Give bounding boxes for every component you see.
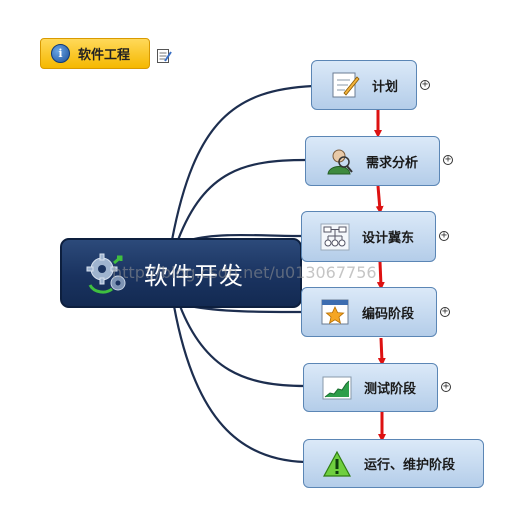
- expand-toggle-testing[interactable]: +: [441, 381, 451, 392]
- expand-toggle-coding[interactable]: +: [440, 306, 450, 317]
- info-icon: i: [51, 44, 70, 63]
- node-label: 需求分析: [366, 155, 419, 171]
- analyst-icon: [327, 149, 353, 175]
- node-maintenance[interactable]: 运行、维护阶段: [303, 439, 484, 488]
- branch-line-plan: [170, 84, 314, 241]
- star-icon: [321, 299, 349, 325]
- node-plan[interactable]: 计划: [311, 60, 417, 110]
- flow-arrow-4: [377, 337, 386, 366]
- expand-toggle-design[interactable]: +: [439, 230, 449, 241]
- branch-line-maintenance: [172, 305, 306, 464]
- node-label: 测试阶段: [364, 382, 417, 397]
- central-topic-label: 软件开发: [144, 261, 244, 290]
- branch-line-testing: [178, 305, 306, 388]
- flow-arrow-2: [375, 185, 384, 214]
- node-label: 编码阶段: [362, 306, 415, 322]
- watermark: http://blog.csdn.net/u013067756: [112, 263, 377, 282]
- gears-icon: [86, 253, 126, 294]
- node-testing[interactable]: 测试阶段: [303, 363, 438, 412]
- node-label: 计划: [372, 79, 399, 95]
- branch-line-analysis: [176, 158, 307, 241]
- warning-icon: [322, 450, 352, 477]
- flow-arrow-3: [376, 261, 385, 290]
- node-label: 运行、维护阶段: [364, 458, 456, 473]
- branch-line-design: [189, 233, 303, 242]
- expand-toggle-analysis[interactable]: +: [443, 154, 453, 165]
- tag-label: 软件工程: [78, 48, 131, 63]
- expand-toggle-plan[interactable]: +: [420, 79, 430, 90]
- chart-icon: [322, 376, 352, 399]
- topic-tag[interactable]: i 软件工程: [40, 38, 150, 69]
- node-coding[interactable]: 编码阶段: [301, 287, 437, 337]
- plan-icon: [332, 72, 360, 98]
- flowchart-icon: [320, 223, 350, 250]
- note-icon[interactable]: [156, 48, 172, 64]
- central-topic[interactable]: 软件开发: [60, 238, 302, 308]
- node-analysis[interactable]: 需求分析: [305, 136, 440, 186]
- node-design[interactable]: 设计冀东: [301, 211, 436, 262]
- node-label: 设计冀东: [362, 231, 415, 246]
